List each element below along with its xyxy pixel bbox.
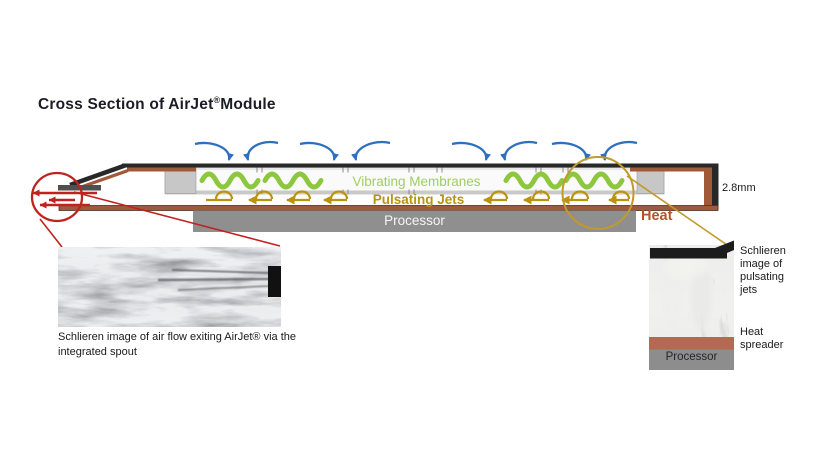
air-intake-arrows (194, 140, 638, 161)
intake-arrow (600, 140, 638, 161)
registered-mark: ® (213, 95, 221, 105)
jets-callout-circle (561, 156, 635, 230)
left-schlieren-image (58, 247, 281, 327)
processor-label: Processor (384, 213, 445, 228)
title-prefix: Cross Section of AirJet (38, 96, 214, 113)
jet-arrow (608, 190, 631, 205)
page-title: Cross Section of AirJet®Module (38, 95, 276, 114)
exit-callout-leader-lines (39, 191, 281, 248)
jets-callout (561, 156, 731, 248)
copper-lining (127, 167, 712, 206)
title-suffix: Module (220, 96, 276, 113)
jet-arrow (323, 190, 349, 205)
right-inset-processor-label: Processor (665, 351, 718, 363)
right-inset-caption: Schlieren image of pulsating jets (740, 245, 786, 296)
heat-label: Heat (641, 208, 673, 224)
intake-arrow (500, 140, 538, 161)
intake-arrow (351, 140, 391, 161)
intake-arrow (299, 141, 339, 161)
processor-strip (649, 349, 734, 370)
intake-arrow (551, 141, 591, 161)
jets-callout-leader-line (626, 175, 731, 248)
jet-arrow (206, 190, 234, 202)
jet-arrow (286, 190, 312, 205)
exit-flow-arrows (32, 189, 97, 209)
jet-core-streaks (149, 269, 270, 291)
membrane-wave (262, 171, 324, 190)
spout-nozzle (268, 266, 281, 297)
chamber-spacer-right (636, 167, 665, 194)
heat-spreader-label: Heat spreader (740, 326, 784, 352)
left-inset-caption: Schlieren image of air flow exiting AirJ… (58, 331, 296, 358)
membrane-wave (503, 171, 565, 190)
membrane-plate (196, 190, 637, 194)
intake-arrow (243, 140, 279, 161)
jet-plumes (661, 254, 711, 330)
jet-arrow (561, 190, 590, 205)
jet-arrow (523, 190, 551, 205)
processor-bar (193, 210, 636, 232)
vibrating-membrane-waves (199, 171, 625, 190)
exit-callout-circle (30, 171, 84, 223)
module-lid (122, 163, 718, 168)
intake-arrow (194, 141, 234, 161)
membrane-wave (199, 171, 261, 190)
pulsating-jets-label: Pulsating Jets (372, 192, 465, 207)
exit-spout-callout (30, 171, 281, 248)
right-schlieren-image (649, 240, 734, 370)
vibrating-membranes-label: Vibrating Membranes (352, 174, 481, 189)
module-end-cap (712, 163, 719, 209)
intake-arrow (451, 141, 491, 161)
spout-roof (69, 163, 126, 188)
chamber-spacer-left (164, 167, 197, 194)
jet-arrow (483, 190, 509, 205)
jet-arrow (248, 190, 274, 205)
pulsating-jet-arrows (206, 190, 631, 205)
orifice-plate-tip (715, 240, 734, 258)
membrane-wave (563, 171, 625, 190)
orifice-plate (650, 248, 727, 259)
heat-spreader-strip (649, 337, 734, 350)
module-thickness-label: 2.8mm (722, 182, 756, 194)
